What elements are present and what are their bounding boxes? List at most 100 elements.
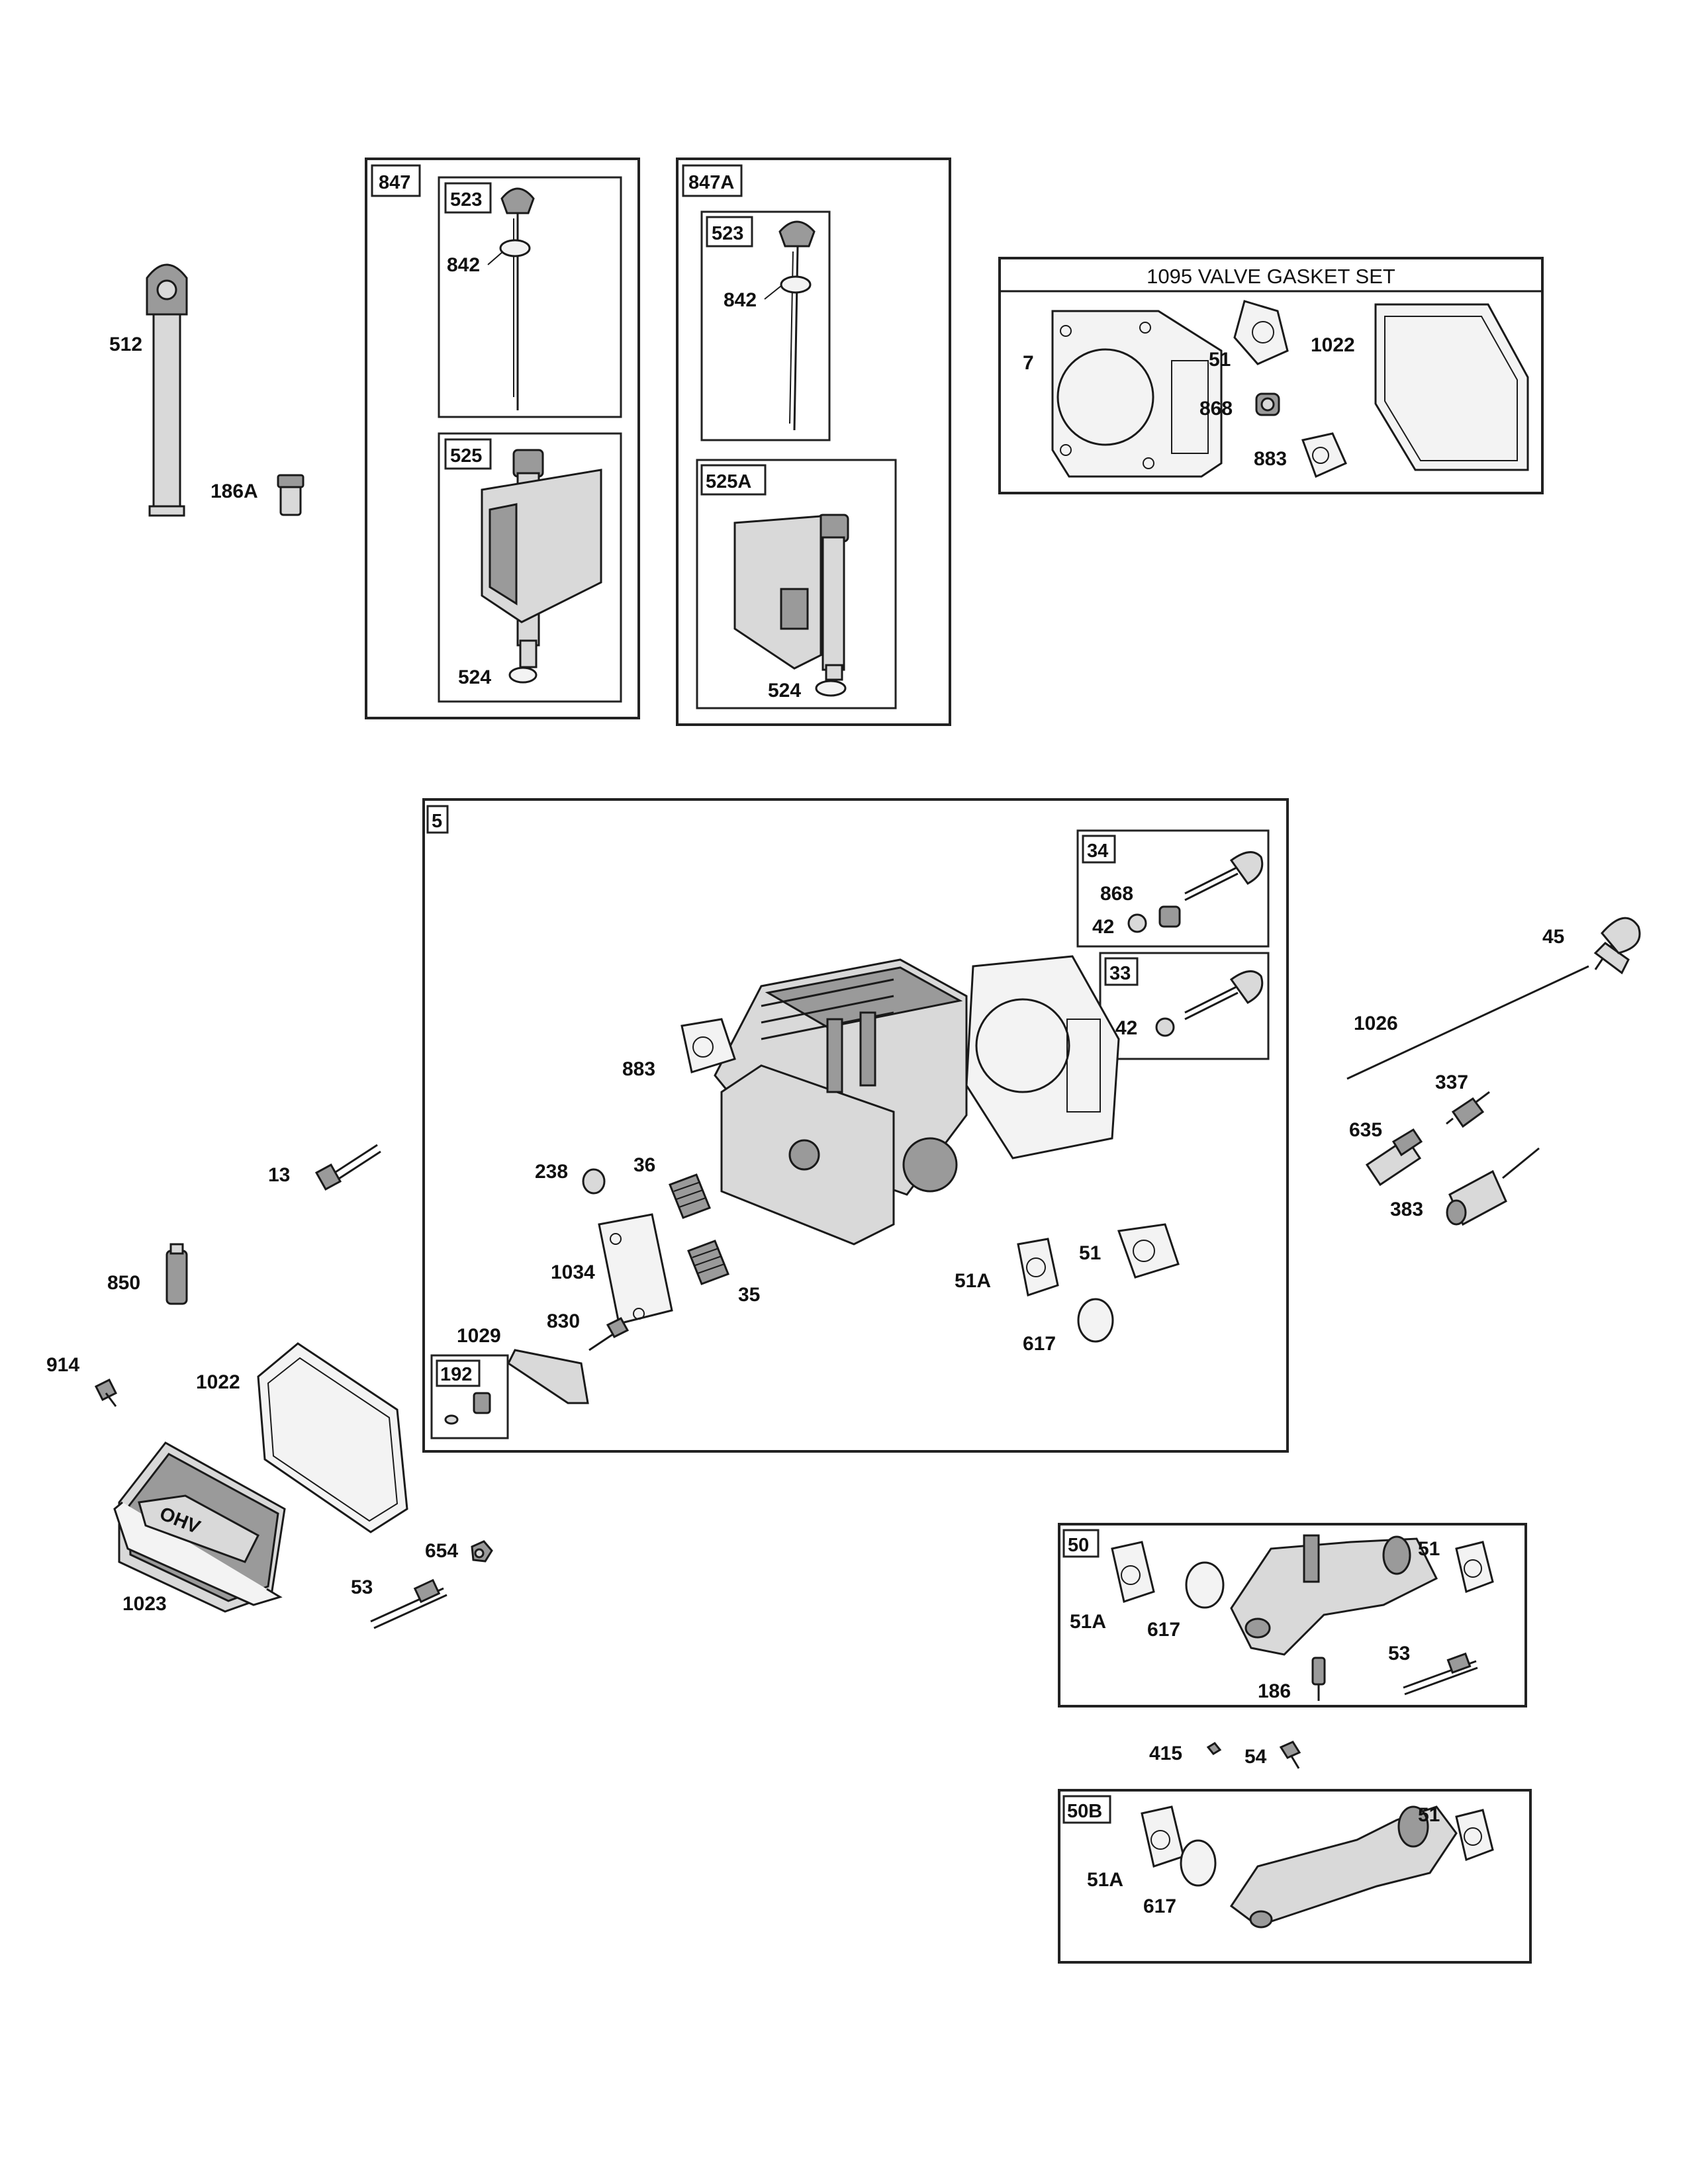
callout-635: 635 xyxy=(1349,1119,1382,1141)
callout-7: 7 xyxy=(1023,352,1034,374)
valve-45 xyxy=(1593,917,1641,975)
subkit-525-label: 525 xyxy=(450,445,482,467)
kit-50B-frame xyxy=(1058,1789,1532,1964)
intake-manifold-50 xyxy=(1230,1534,1438,1656)
callout-1022: 1022 xyxy=(1311,334,1355,356)
callout-42-b: 42 xyxy=(1115,1017,1137,1039)
gasket-883 xyxy=(1301,432,1347,478)
kit-847A-label: 847A xyxy=(688,172,734,193)
callout-42: 42 xyxy=(1092,916,1114,938)
fitting-635 xyxy=(1365,1128,1423,1187)
callout-383: 383 xyxy=(1390,1199,1423,1220)
callout-186: 186 xyxy=(1258,1680,1291,1702)
kit-5-label: 5 xyxy=(432,811,442,832)
callout-53-50: 53 xyxy=(1388,1643,1410,1664)
callout-54: 54 xyxy=(1244,1746,1267,1768)
spark-plug-337 xyxy=(1446,1091,1490,1128)
head-gasket-7 xyxy=(1051,310,1223,478)
nut-415 xyxy=(1206,1742,1222,1755)
callout-1022-left: 1022 xyxy=(196,1371,240,1393)
dipstick-523-b xyxy=(778,220,816,431)
valve-cover-1023: OHV xyxy=(113,1441,286,1613)
callout-842: 842 xyxy=(447,254,480,276)
callout-53: 53 xyxy=(351,1576,373,1598)
callout-512: 512 xyxy=(109,334,142,355)
subkit-523-b-frame xyxy=(700,210,831,441)
fitting-186 xyxy=(1311,1657,1326,1701)
callout-1023: 1023 xyxy=(122,1593,167,1615)
o-ring-617-50 xyxy=(1185,1561,1225,1609)
callout-850: 850 xyxy=(107,1272,140,1294)
subkit-525-frame xyxy=(438,432,622,703)
kit-192-label: 192 xyxy=(440,1364,472,1385)
valve-34 xyxy=(1127,851,1264,933)
callout-524: 524 xyxy=(458,666,491,688)
kit-50-tag xyxy=(1062,1529,1100,1558)
subkit-525A-frame xyxy=(696,459,897,709)
callout-337: 337 xyxy=(1435,1071,1468,1093)
subkit-523-frame xyxy=(438,176,622,418)
fitting-186A xyxy=(277,474,305,516)
callout-914: 914 xyxy=(46,1354,79,1376)
subkit-525A-label: 525A xyxy=(706,471,751,492)
callout-35: 35 xyxy=(738,1284,760,1306)
kit-847-label: 847 xyxy=(379,172,410,193)
kit-1095-title: 1095 VALVE GASKET SET xyxy=(1147,265,1395,288)
valve-cover-gasket-1022-left xyxy=(257,1342,408,1533)
kit-50-label: 50 xyxy=(1068,1535,1089,1556)
callout-883: 883 xyxy=(1254,448,1287,470)
gasket-883-kit xyxy=(680,1018,736,1073)
kit-5-frame xyxy=(422,798,1289,1453)
kit-192-frame xyxy=(430,1354,509,1439)
kit-1095-frame xyxy=(998,257,1544,494)
callout-238: 238 xyxy=(535,1161,568,1183)
screw-192 xyxy=(444,1392,491,1425)
callout-524-b: 524 xyxy=(768,680,801,702)
dipstick-523 xyxy=(499,187,535,410)
callout-186A: 186A xyxy=(211,480,258,502)
gasket-51A-50 xyxy=(1111,1541,1155,1603)
callout-617-kit: 617 xyxy=(1023,1333,1056,1355)
callout-36: 36 xyxy=(633,1154,655,1176)
callout-51A-50: 51A xyxy=(1070,1611,1106,1633)
cylinder-head xyxy=(714,958,968,1246)
bolt-13 xyxy=(314,1144,381,1191)
callout-617-50B: 617 xyxy=(1143,1895,1176,1917)
callout-830: 830 xyxy=(547,1310,580,1332)
callout-1034: 1034 xyxy=(551,1261,595,1283)
callout-51: 51 xyxy=(1209,349,1231,371)
boot-383 xyxy=(1446,1147,1540,1226)
subkit-523-b-label: 523 xyxy=(712,223,743,244)
kit-847A-frame xyxy=(676,158,951,726)
rocker-1029 xyxy=(507,1349,589,1404)
gasket-51-50B xyxy=(1455,1809,1494,1862)
kit-5-tag xyxy=(426,805,449,834)
kit-50B-label: 50B xyxy=(1067,1801,1102,1822)
callout-51A-50B: 51A xyxy=(1087,1869,1123,1891)
spring-36 xyxy=(669,1173,711,1219)
kit-847A-tag xyxy=(682,164,743,197)
callout-842-b: 842 xyxy=(724,289,757,311)
intake-manifold-50B xyxy=(1229,1805,1458,1929)
callout-868: 868 xyxy=(1199,398,1233,420)
gasket-51-kit xyxy=(1117,1223,1180,1279)
callout-51-50: 51 xyxy=(1418,1538,1440,1560)
callout-51A-kit: 51A xyxy=(955,1270,991,1292)
gasket-51 xyxy=(1233,300,1289,365)
callout-51-kit: 51 xyxy=(1079,1242,1101,1264)
gasket-51-50 xyxy=(1455,1541,1494,1594)
callout-883-kit: 883 xyxy=(622,1058,655,1080)
kit-50B-tag xyxy=(1062,1795,1111,1824)
callout-1029: 1029 xyxy=(457,1325,501,1347)
screw-54 xyxy=(1279,1741,1301,1769)
subkit-523-label: 523 xyxy=(450,189,482,210)
o-ring-524-b xyxy=(815,680,847,697)
kit-847-tag xyxy=(371,164,421,197)
cover-plate-1034 xyxy=(598,1213,673,1325)
callout-1026: 1026 xyxy=(1354,1013,1398,1034)
callout-868-kit: 868 xyxy=(1100,883,1133,905)
stud-53 xyxy=(370,1578,447,1629)
dipstick-tube-512 xyxy=(146,263,188,517)
screw-914 xyxy=(94,1378,118,1407)
